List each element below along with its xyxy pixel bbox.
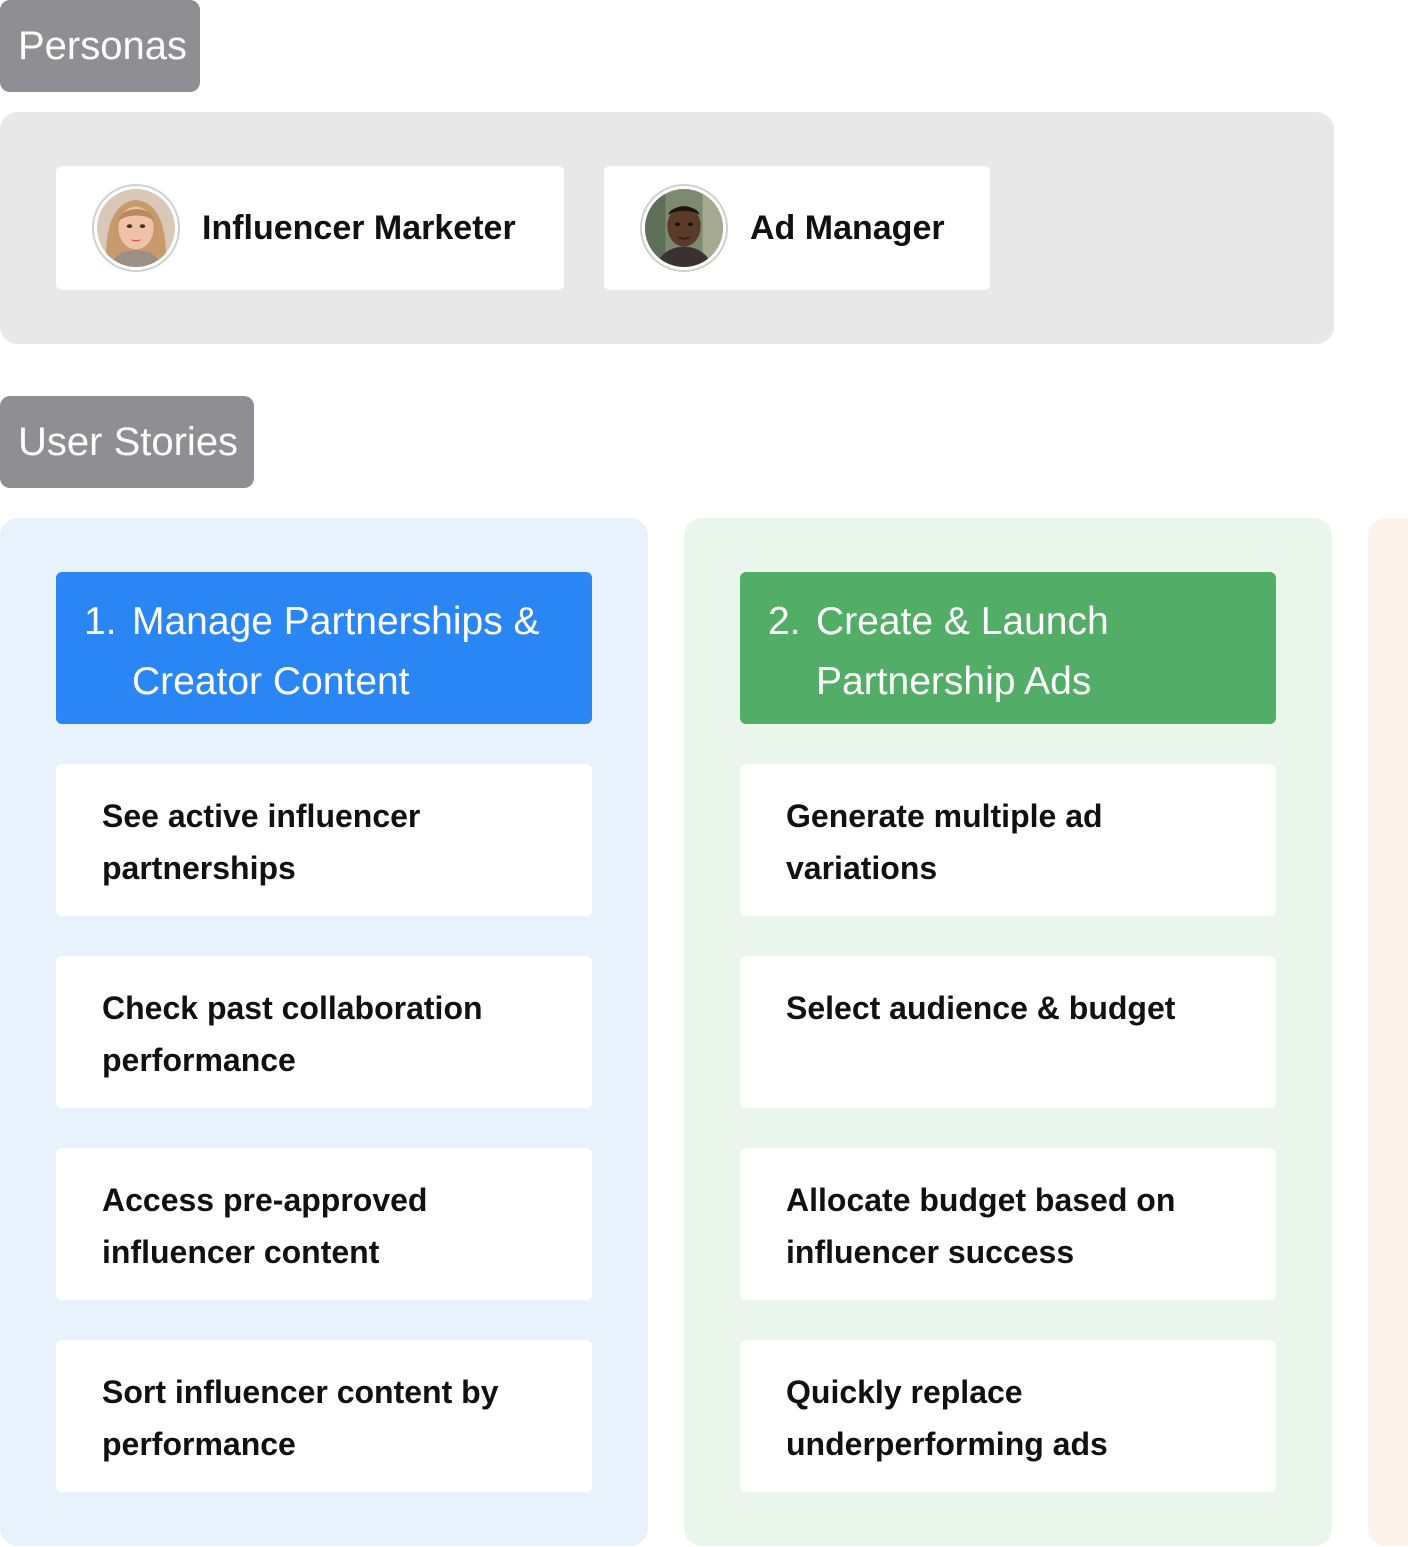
- woman-avatar-icon: [94, 186, 178, 270]
- story-column-partnership-ads: 2. Create & Launch Partnership Ads Gener…: [684, 518, 1332, 1546]
- column-number: 2.: [768, 592, 816, 704]
- story-card[interactable]: Access pre-approved influencer content: [56, 1148, 592, 1300]
- column-title: Manage Partnerships & Creator Content: [132, 592, 564, 704]
- story-card[interactable]: See active influencer partnerships: [56, 764, 592, 916]
- story-card[interactable]: Allocate budget based on influencer succ…: [740, 1148, 1276, 1300]
- personas-panel: Influencer Marketer Ad Manager: [0, 112, 1334, 344]
- persona-name: Influencer Marketer: [202, 209, 516, 248]
- story-column-partial: [1368, 518, 1408, 1546]
- personas-section-label: Personas: [0, 0, 200, 92]
- man-avatar-icon: [642, 186, 726, 270]
- column-number: 1.: [84, 592, 132, 704]
- story-card[interactable]: Generate multiple ad variations: [740, 764, 1276, 916]
- user-stories-section-label: User Stories: [0, 396, 254, 488]
- persona-card-influencer-marketer[interactable]: Influencer Marketer: [56, 166, 564, 290]
- column-header[interactable]: 1. Manage Partnerships & Creator Content: [56, 572, 592, 724]
- story-card[interactable]: Select audience & budget: [740, 956, 1276, 1108]
- column-title: Create & Launch Partnership Ads: [816, 592, 1248, 704]
- column-header[interactable]: 2. Create & Launch Partnership Ads: [740, 572, 1276, 724]
- persona-card-ad-manager[interactable]: Ad Manager: [604, 166, 990, 290]
- story-card[interactable]: Check past collaboration performance: [56, 956, 592, 1108]
- story-card[interactable]: Sort influencer content by performance: [56, 1340, 592, 1492]
- story-card[interactable]: Quickly replace underperforming ads: [740, 1340, 1276, 1492]
- persona-name: Ad Manager: [750, 209, 945, 248]
- story-column-manage-partnerships: 1. Manage Partnerships & Creator Content…: [0, 518, 648, 1546]
